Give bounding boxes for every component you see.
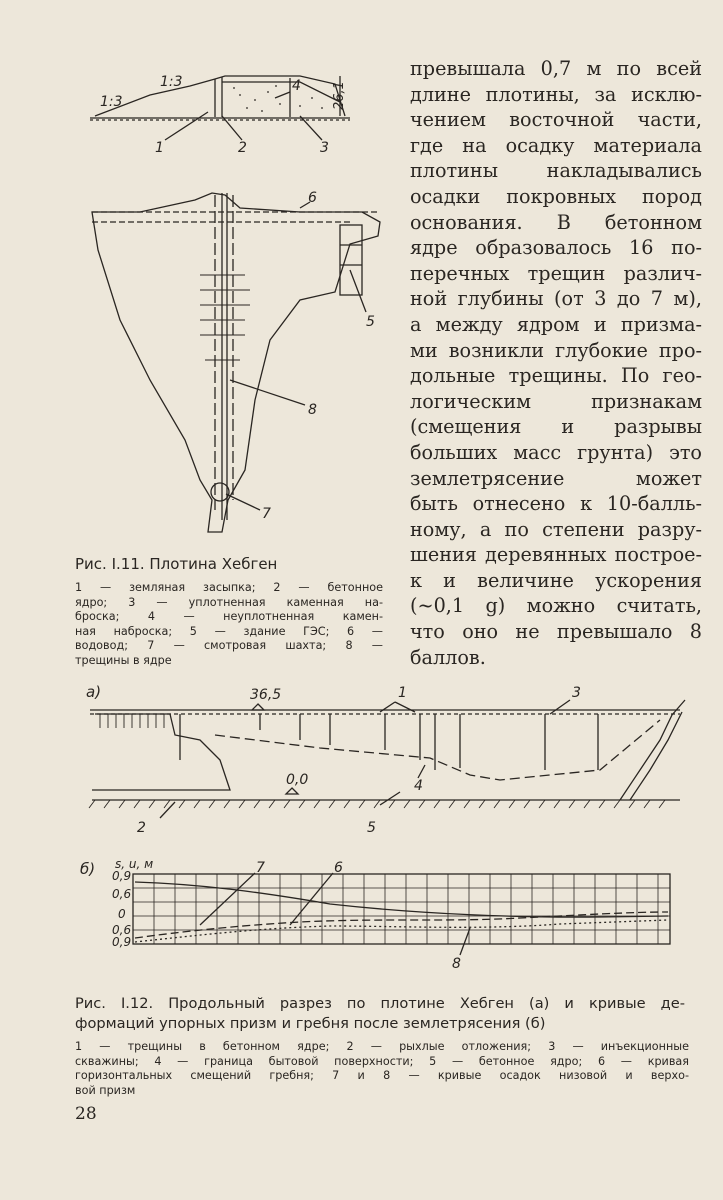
- legend-line: ядро; 3 — уплотненная каменная на-: [75, 595, 383, 609]
- fig111-label-1: 1: [155, 140, 164, 156]
- body-line: осадки покровных пород: [410, 184, 702, 208]
- body-line: (~0,1 g) можно считать,: [410, 594, 702, 618]
- body-line: основания. В бетонном: [410, 210, 702, 234]
- body-line: больших масс грунта) это: [410, 440, 702, 464]
- legend-line: вой призм: [75, 1083, 136, 1097]
- legend-line: 1 — трещины в бетонном ядре; 2 — рыхлые …: [75, 1040, 689, 1053]
- fig111-label-3: 3: [320, 140, 329, 156]
- legend-line: 1 — земляная засыпка; 2 — бетонное: [75, 581, 383, 594]
- body-line: перечных трещин различ-: [410, 261, 702, 285]
- legend-line: трещины в ядре: [75, 653, 172, 667]
- figure-1-12-caption-title: Рис. I.12. Продольный разрез по плотине …: [75, 994, 685, 1034]
- body-line: чением восточной части,: [410, 108, 702, 132]
- figure-1-11-caption-title: Рис. I.11. Плотина Хебген: [75, 555, 278, 573]
- page-number: 28: [75, 1104, 97, 1124]
- slope-left-label: 1:3: [100, 94, 123, 110]
- fig111-label-7: 7: [262, 506, 271, 522]
- body-line: (смещения и разрывы: [410, 415, 702, 439]
- legend-line: горизонтальных смещений гребня; 7 и 8 — …: [75, 1069, 689, 1083]
- fig111-label-8: 8: [308, 402, 317, 418]
- y-tick: 0,6: [112, 887, 131, 901]
- body-line: ной глубины (от 3 до 7 м),: [410, 287, 702, 311]
- fig112-label-5: 5: [367, 820, 376, 836]
- legend-line: ная наброска; 5 — здание ГЭС; 6 —: [75, 624, 383, 638]
- y-tick: 0: [118, 907, 126, 921]
- body-text: превышала 0,7 м по всей длине плотины, з…: [410, 56, 702, 670]
- y-tick: 0,9: [112, 935, 131, 949]
- caption-line: Рис. I.12. Продольный разрез по плотине …: [75, 995, 685, 1012]
- body-line: баллов.: [410, 645, 486, 669]
- slope-right-label: 1:3: [160, 74, 183, 90]
- panel-a-label: а): [86, 683, 101, 701]
- elevation-base-label: 0,0: [286, 772, 308, 788]
- body-line: где на осадку материала: [410, 133, 702, 157]
- y-tick: 0,9: [112, 869, 131, 883]
- figure-1-12-caption-legend: 1 — трещины в бетонном ядре; 2 — рыхлые …: [75, 1040, 689, 1098]
- fig112-label-3: 3: [572, 685, 581, 701]
- y-tick: 0,6: [112, 923, 131, 937]
- body-line: превышала 0,7 м по всей: [410, 57, 702, 80]
- axis-label: s, u, м: [115, 857, 153, 871]
- body-line: а между ядром и призма-: [410, 312, 702, 336]
- legend-line: скважины; 4 — граница бытовой поверхност…: [75, 1054, 689, 1068]
- body-line: ному, а по степени разру-: [410, 517, 702, 541]
- figure-1-11-caption-legend: 1 — земляная засыпка; 2 — бетонное ядро;…: [75, 581, 383, 669]
- body-line: быть отнесено к 10-балль-: [410, 492, 702, 516]
- fig112-label-7: 7: [256, 860, 265, 876]
- figure-1-11-dam-drawing: 1:3 1:3 26,1 1 2 3 4 5 6 7 8: [90, 74, 381, 533]
- legend-line: водовод; 7 — смотровая шахта; 8 —: [75, 639, 383, 653]
- fig112-label-1: 1: [398, 685, 407, 701]
- body-line: шения деревянных построе-: [410, 543, 702, 567]
- body-line: ядре образовалось 16 по-: [410, 236, 702, 260]
- fig111-label-2: 2: [238, 140, 247, 156]
- figure-1-12-section-and-curves: а) 36,5 0,0 1 2 3 4 5 б) s, u, м 0,9 0,6…: [80, 683, 686, 972]
- body-line: ми возникли глубокие про-: [410, 338, 702, 362]
- elevation-top-label: 36,5: [250, 687, 281, 703]
- fig112-label-6: 6: [334, 860, 343, 876]
- body-line: землетрясение может: [410, 466, 702, 490]
- fig112-label-4: 4: [414, 778, 423, 794]
- panel-b-label: б): [80, 860, 95, 878]
- body-line: к и величине ускорения: [410, 568, 702, 592]
- fig111-label-4: 4: [292, 78, 301, 94]
- fig111-label-6: 6: [308, 190, 317, 206]
- body-line: логическим признакам: [410, 389, 702, 413]
- fig112-label-8: 8: [452, 956, 461, 972]
- body-line: дольные трещины. По гео-: [410, 364, 702, 388]
- legend-line: броска; 4 — неуплотненная камен-: [75, 610, 383, 624]
- caption-line: формаций упорных призм и гребня после зе…: [75, 1015, 546, 1032]
- fig112-label-2: 2: [137, 820, 146, 836]
- body-line: что оно не превышало 8: [410, 620, 702, 644]
- dam-height-label: 26,1: [332, 81, 347, 110]
- body-line: длине плотины, за исклю-: [410, 82, 702, 106]
- fig111-label-5: 5: [366, 314, 375, 330]
- body-line: плотины накладывались: [410, 159, 702, 183]
